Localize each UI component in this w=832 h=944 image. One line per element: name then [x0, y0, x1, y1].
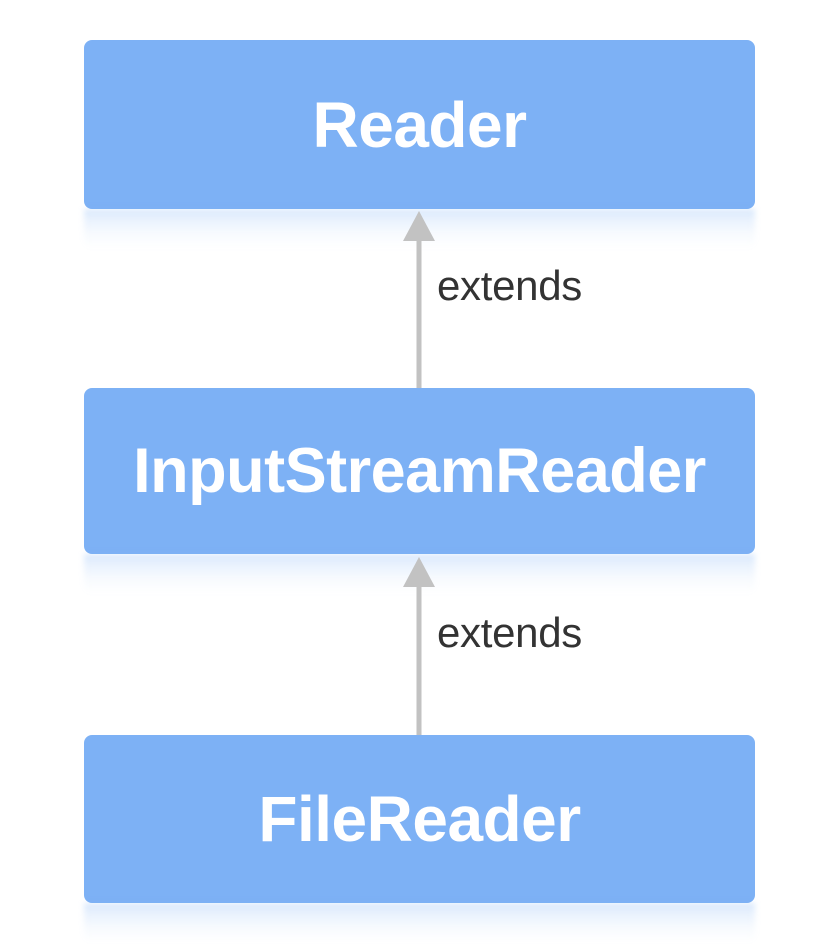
extends-arrow-icon — [401, 209, 437, 389]
relation-label-extends-2: extends — [437, 609, 583, 656]
extends-arrow-icon — [401, 555, 437, 736]
box-shadow — [84, 903, 755, 943]
class-box-inputstreamreader[interactable]: InputStreamReader — [84, 388, 755, 594]
class-box-label: FileReader — [258, 783, 581, 855]
arrow-up-icon — [403, 211, 435, 389]
class-box-reader[interactable]: Reader — [84, 40, 755, 249]
class-box-label: Reader — [312, 88, 528, 161]
relation-label-extends-1: extends — [437, 262, 583, 309]
arrow-up-icon — [403, 557, 435, 736]
class-box-label: InputStreamReader — [133, 435, 706, 506]
class-box-filereader[interactable]: FileReader — [84, 735, 755, 943]
